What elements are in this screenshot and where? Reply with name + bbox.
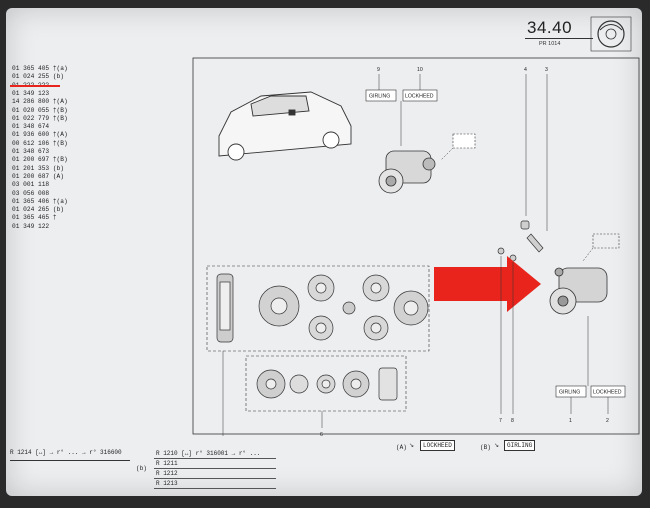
exploded-brake-diagram: GIRLING LOCKHEED 9 10 4 3 (192, 57, 640, 436)
drum-brake-icon (590, 16, 632, 52)
part-number-item: 01 022 779 †(B) (12, 114, 68, 122)
wheel-cylinder-right (549, 267, 608, 315)
legend-b-value: GIRLING (504, 440, 536, 451)
part-number-item: 01 020 055 †(B) (12, 106, 68, 114)
footer-row: R 1212 (156, 470, 178, 477)
seal-kit-box (245, 355, 407, 412)
part-number-item: 01 365 465 † (12, 214, 57, 222)
footer-row: R 1211 (156, 460, 178, 467)
part-number-item: 01 024 265 (b) (12, 206, 64, 214)
car-illustration (218, 91, 352, 161)
part-number-item: 01 348 674 (12, 123, 50, 131)
part-number-item: 03 056 008 (12, 189, 50, 197)
legend-b-marker: (B) (480, 444, 491, 451)
repair-kit-box (206, 265, 430, 352)
red-arrow (434, 256, 541, 312)
page-number: 34.40 (527, 18, 573, 37)
ref-6: 6 (320, 432, 323, 436)
part-number-item: 01 348 673 (12, 148, 50, 155)
label-lockheed-top: LOCKHEED (405, 94, 434, 100)
catalog-page: 34.40 PR 1014 01 365 405 †(a)01 024 255 … (6, 8, 642, 496)
part-number-item: 01 201 353 (b) (12, 164, 64, 172)
red-underline (10, 85, 60, 87)
part-number-item: 01 365 406 †(a) (12, 197, 68, 205)
footer-row: R 1210 [↔] r° 316001 → r° ... (156, 450, 261, 457)
footer-left-line: R 1214 [↔] → r° ... → r° 316600 (10, 449, 122, 456)
bleed-screw (497, 220, 544, 262)
legend-a-value: LOCKHEED (420, 440, 455, 451)
part-number-item: 01 200 697 †(B) (12, 156, 68, 164)
ref-1: 1 (569, 418, 572, 424)
seal-kit-parts (256, 367, 398, 401)
part-number-item: 01 200 687 (A) (12, 172, 64, 180)
part-number-item: 14 286 800 †(A) (12, 98, 68, 106)
page-number-rule (525, 38, 593, 39)
ref-2: 2 (606, 418, 609, 424)
label-lockheed-bottom: LOCKHEED (593, 390, 622, 396)
part-number-item: 01 936 600 †(A) (12, 131, 68, 139)
footer-row: R 1213 (156, 480, 178, 487)
part-number-item: 03 001 118 (12, 181, 50, 189)
ref-10: 10 (417, 67, 423, 73)
label-girling-top: GIRLING (369, 94, 390, 100)
page-code: PR 1014 (539, 41, 561, 47)
ref-4: 4 (524, 67, 527, 73)
part-number-item: 00 612 106 †(B) (12, 139, 68, 147)
part-number-item: 01 024 255 (b) (12, 73, 64, 81)
label-girling-bottom: GIRLING (559, 390, 580, 396)
part-number-item: 01 365 405 †(a) (12, 65, 68, 72)
ref-8: 8 (511, 418, 514, 424)
part-number-item: 01 349 123 (12, 89, 50, 97)
ref-7: 7 (499, 418, 502, 424)
part-number-item: 01 349 122 (12, 222, 50, 230)
wheel-cylinder-top (378, 150, 436, 194)
ref-9: 9 (377, 67, 380, 73)
legend-a-marker: (A) (396, 444, 407, 451)
repair-kit-parts (216, 273, 429, 343)
ref-3: 3 (545, 67, 548, 73)
footer-b-marker: (b) (136, 465, 147, 472)
